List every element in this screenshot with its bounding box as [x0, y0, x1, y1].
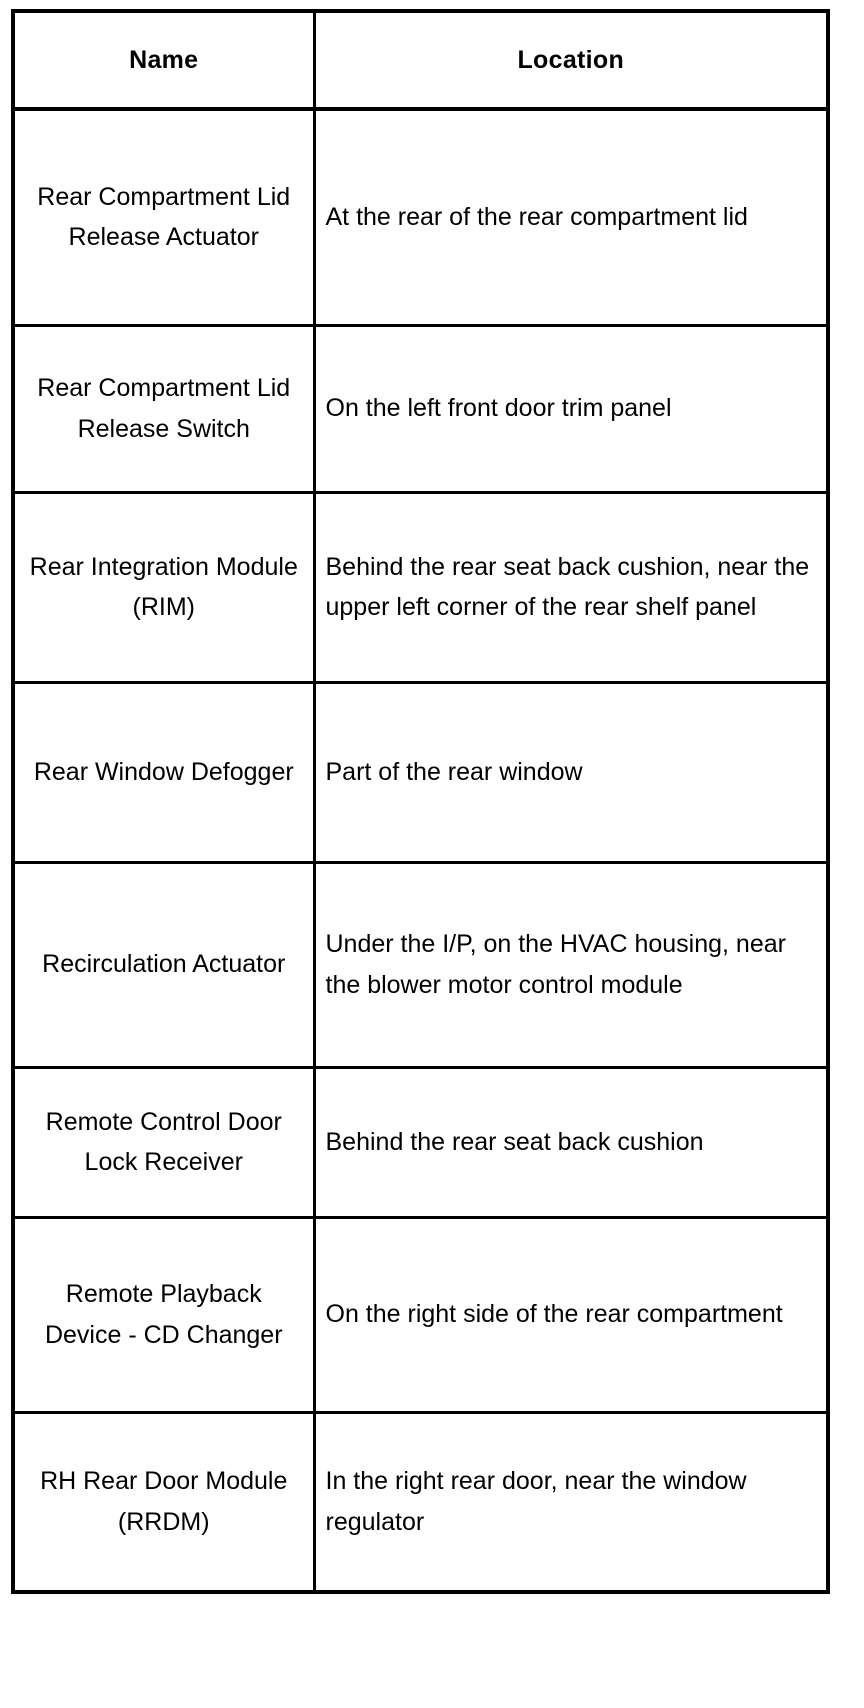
cell-name: Rear Compartment Lid Release Switch — [11, 323, 316, 494]
cell-location: Part of the rear window — [312, 680, 830, 864]
table-row: RH Rear Door Module (RRDM) In the right … — [11, 1410, 830, 1594]
table-row: Rear Compartment Lid Release Switch On t… — [11, 323, 830, 494]
cell-location: Behind the rear seat back cushion, near … — [312, 490, 830, 684]
table-header-row: Name Location — [11, 9, 830, 111]
cell-location: In the right rear door, near the window … — [312, 1410, 830, 1594]
table-row: Rear Integration Module (RIM) Behind the… — [11, 490, 830, 684]
cell-name: RH Rear Door Module (RRDM) — [11, 1410, 316, 1594]
cell-name: Recirculation Actuator — [11, 860, 316, 1069]
cell-name: Rear Compartment Lid Release Actuator — [11, 107, 316, 327]
cell-location: At the rear of the rear compartment lid — [312, 107, 830, 327]
cell-location: Behind the rear seat back cushion — [312, 1065, 830, 1219]
cell-name: Remote Playback Device - CD Changer — [11, 1215, 316, 1414]
table-row: Remote Playback Device - CD Changer On t… — [11, 1215, 830, 1414]
cell-location: On the right side of the rear compartmen… — [312, 1215, 830, 1414]
cell-name: Rear Window Defogger — [11, 680, 316, 864]
table-body: Rear Compartment Lid Release Actuator At… — [11, 107, 830, 1594]
table-row: Recirculation Actuator Under the I/P, on… — [11, 860, 830, 1069]
column-header-name: Name — [11, 9, 316, 111]
table-row: Remote Control Door Lock Receiver Behind… — [11, 1065, 830, 1219]
cell-name: Remote Control Door Lock Receiver — [11, 1065, 316, 1219]
column-header-location: Location — [312, 9, 830, 111]
component-location-table: Name Location Rear Compartment Lid Relea… — [11, 9, 830, 1594]
table-row: Rear Window Defogger Part of the rear wi… — [11, 680, 830, 864]
cell-name: Rear Integration Module (RIM) — [11, 490, 316, 684]
cell-location: On the left front door trim panel — [312, 323, 830, 494]
table-header: Name Location — [11, 9, 830, 111]
table-row: Rear Compartment Lid Release Actuator At… — [11, 107, 830, 327]
cell-location: Under the I/P, on the HVAC housing, near… — [312, 860, 830, 1069]
